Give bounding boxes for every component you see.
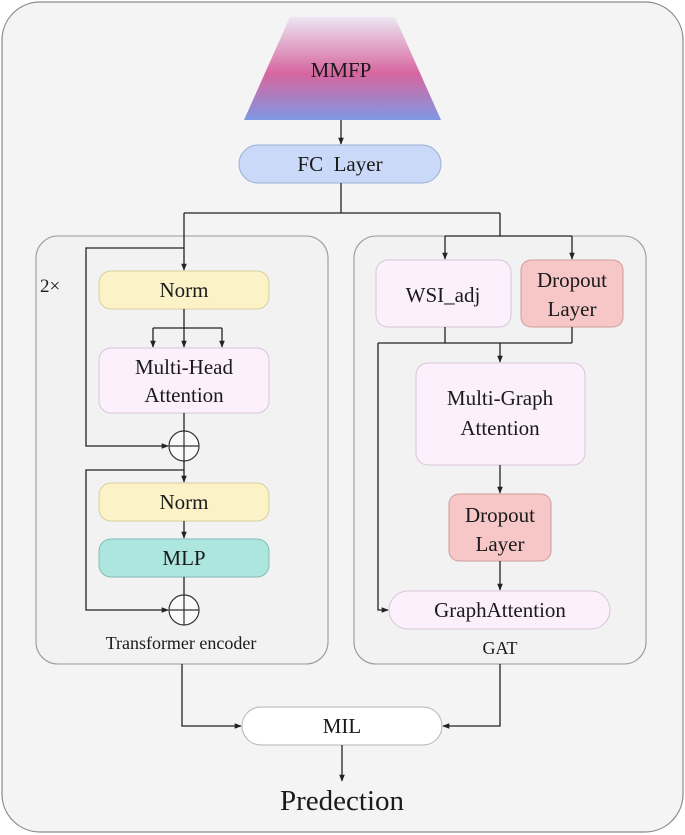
- graph-attention-block: [388, 590, 611, 630]
- repeat-label: 2×: [40, 276, 60, 297]
- add-node-2: [168, 594, 200, 626]
- dropout-label-2b: Layer: [476, 532, 525, 556]
- prediction-label: Predection: [280, 785, 405, 817]
- norm-label-2: Norm: [160, 490, 209, 514]
- fc-layer-label: FC Layer: [297, 152, 382, 176]
- dropout-label-1a: Dropout: [537, 268, 607, 292]
- transformer-caption: Transformer encoder: [106, 633, 257, 653]
- wsi-adj-block: [375, 259, 512, 328]
- dropout-label-2a: Dropout: [465, 503, 535, 527]
- multi-graph-attention-label-2: Attention: [460, 416, 540, 440]
- mmfp-block: [244, 17, 441, 120]
- mil-label: MIL: [323, 714, 362, 738]
- norm-label-1: Norm: [160, 278, 209, 302]
- mlp-label: MLP: [162, 546, 205, 570]
- mmfp-label: MMFP: [311, 58, 372, 82]
- graph-attention-label: GraphAttention: [434, 598, 566, 622]
- add-node-1: [168, 430, 200, 462]
- multi-head-attention-label-2: Attention: [144, 383, 224, 407]
- fc-layer-block: [238, 144, 442, 184]
- multi-graph-attention-block: [415, 362, 586, 466]
- wsi-adj-label: WSI_adj: [406, 283, 481, 307]
- multi-graph-attention-label-1: Multi-Graph: [447, 386, 554, 410]
- multi-head-attention-label-1: Multi-Head: [135, 355, 233, 379]
- connectors: [85, 120, 575, 782]
- dropout-label-1b: Layer: [548, 297, 597, 321]
- gat-caption: GAT: [483, 638, 518, 658]
